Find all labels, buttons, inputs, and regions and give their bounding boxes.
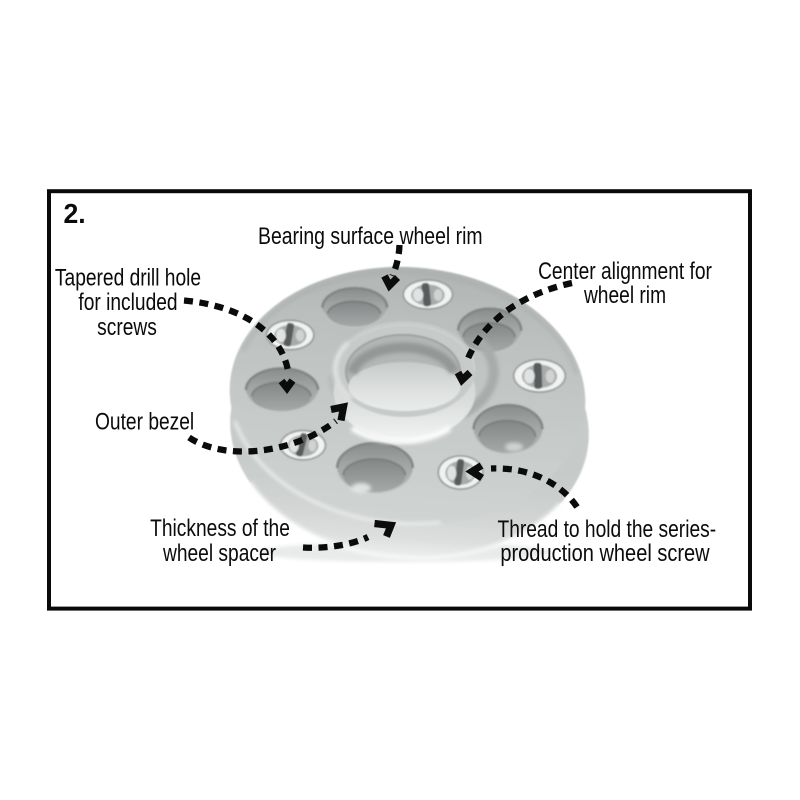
svg-text:screws: screws	[97, 313, 157, 341]
svg-text:for included: for included	[78, 288, 177, 316]
svg-text:Center alignment for: Center alignment for	[538, 257, 712, 285]
svg-text:2.: 2.	[64, 198, 86, 230]
svg-text:Tapered drill hole: Tapered drill hole	[55, 264, 201, 292]
svg-text:Bearing surface wheel rim: Bearing surface wheel rim	[258, 222, 483, 249]
svg-text:wheel rim: wheel rim	[583, 281, 666, 309]
svg-text:Outer bezel: Outer bezel	[95, 407, 194, 435]
svg-text:production wheel screw: production wheel screw	[500, 539, 710, 566]
svg-text:wheel spacer: wheel spacer	[162, 539, 276, 567]
svg-text:Thread to hold the series-: Thread to hold the series-	[497, 515, 716, 543]
svg-text:Thickness of the: Thickness of the	[150, 514, 290, 542]
